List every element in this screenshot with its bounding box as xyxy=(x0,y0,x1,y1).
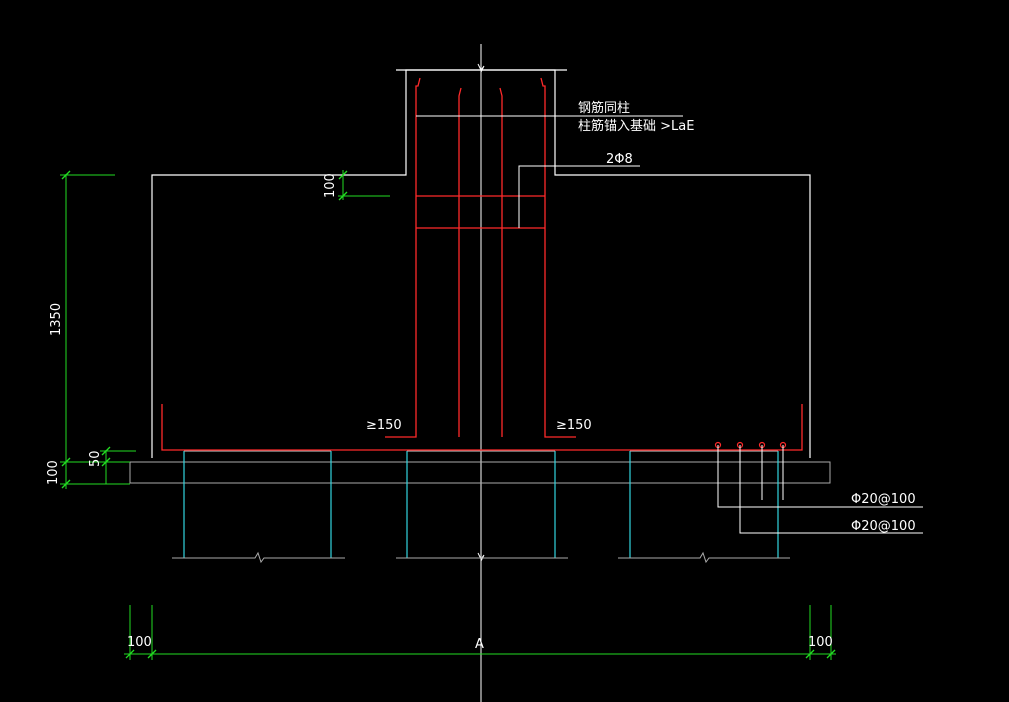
rebar-cage xyxy=(161,77,803,451)
rebar-note-line1: 钢筋同柱 xyxy=(578,100,630,116)
anchor-left-label: ≥150 xyxy=(366,418,402,433)
center-line xyxy=(477,44,485,702)
dim-cushion-100: 100 xyxy=(46,460,61,485)
dim-cover-50: 50 xyxy=(88,450,103,467)
bottom-bar-label-2: Φ20@100 xyxy=(851,519,916,534)
dim-width-a: A xyxy=(475,637,484,652)
leader-lines xyxy=(416,115,923,534)
dim-height-total: 1350 xyxy=(49,303,64,336)
footing-outline xyxy=(151,69,811,458)
dimension-lines xyxy=(60,170,836,660)
dim-right-edge: 100 xyxy=(808,635,833,650)
stirrup-label: 2Φ8 xyxy=(606,152,633,167)
rebar-note-line2: 柱筋锚入基础 >LaE xyxy=(578,118,694,134)
piles xyxy=(183,450,779,558)
cushion-layer xyxy=(129,461,831,484)
anchor-right-label: ≥150 xyxy=(556,418,592,433)
dimension-ticks xyxy=(61,170,836,659)
dim-left-edge: 100 xyxy=(127,635,152,650)
pile-break-lines xyxy=(172,551,790,564)
bottom-bar-label-1: Φ20@100 xyxy=(851,492,916,507)
bottom-bar-dots xyxy=(714,441,787,449)
dim-top-offset: 100 xyxy=(323,173,338,198)
